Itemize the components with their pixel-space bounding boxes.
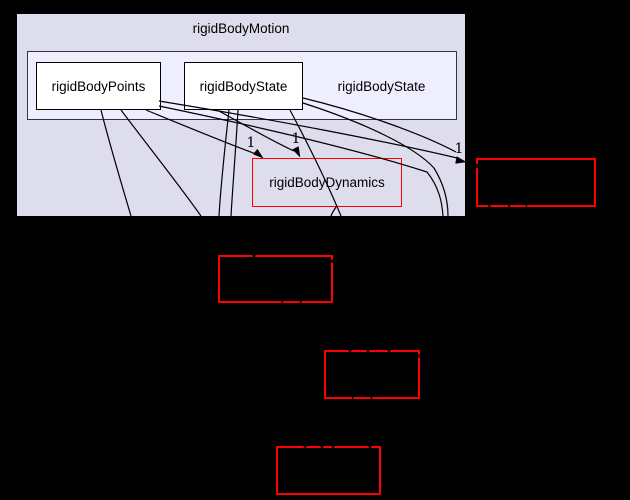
node-rigid-body-state-label: rigidBodyState: [199, 78, 288, 94]
node-external-mid-1[interactable]: [218, 255, 333, 303]
node-external-bottom[interactable]: [276, 446, 381, 495]
node-rigid-body-dynamics[interactable]: rigidBodyDynamics: [252, 158, 402, 207]
cluster-rigid-body-state-label[interactable]: rigidBodyState: [337, 79, 426, 94]
node-rigid-body-dynamics-label: rigidBodyDynamics: [269, 175, 385, 190]
node-external-right[interactable]: [476, 158, 596, 207]
node-rigid-body-state[interactable]: rigidBodyState: [184, 62, 303, 110]
node-rigid-body-points[interactable]: rigidBodyPoints: [36, 62, 161, 110]
node-rigid-body-points-label: rigidBodyPoints: [51, 78, 146, 94]
cluster-rigid-body-motion-title: rigidBodyMotion: [192, 21, 290, 36]
node-external-mid-2[interactable]: [324, 350, 420, 399]
